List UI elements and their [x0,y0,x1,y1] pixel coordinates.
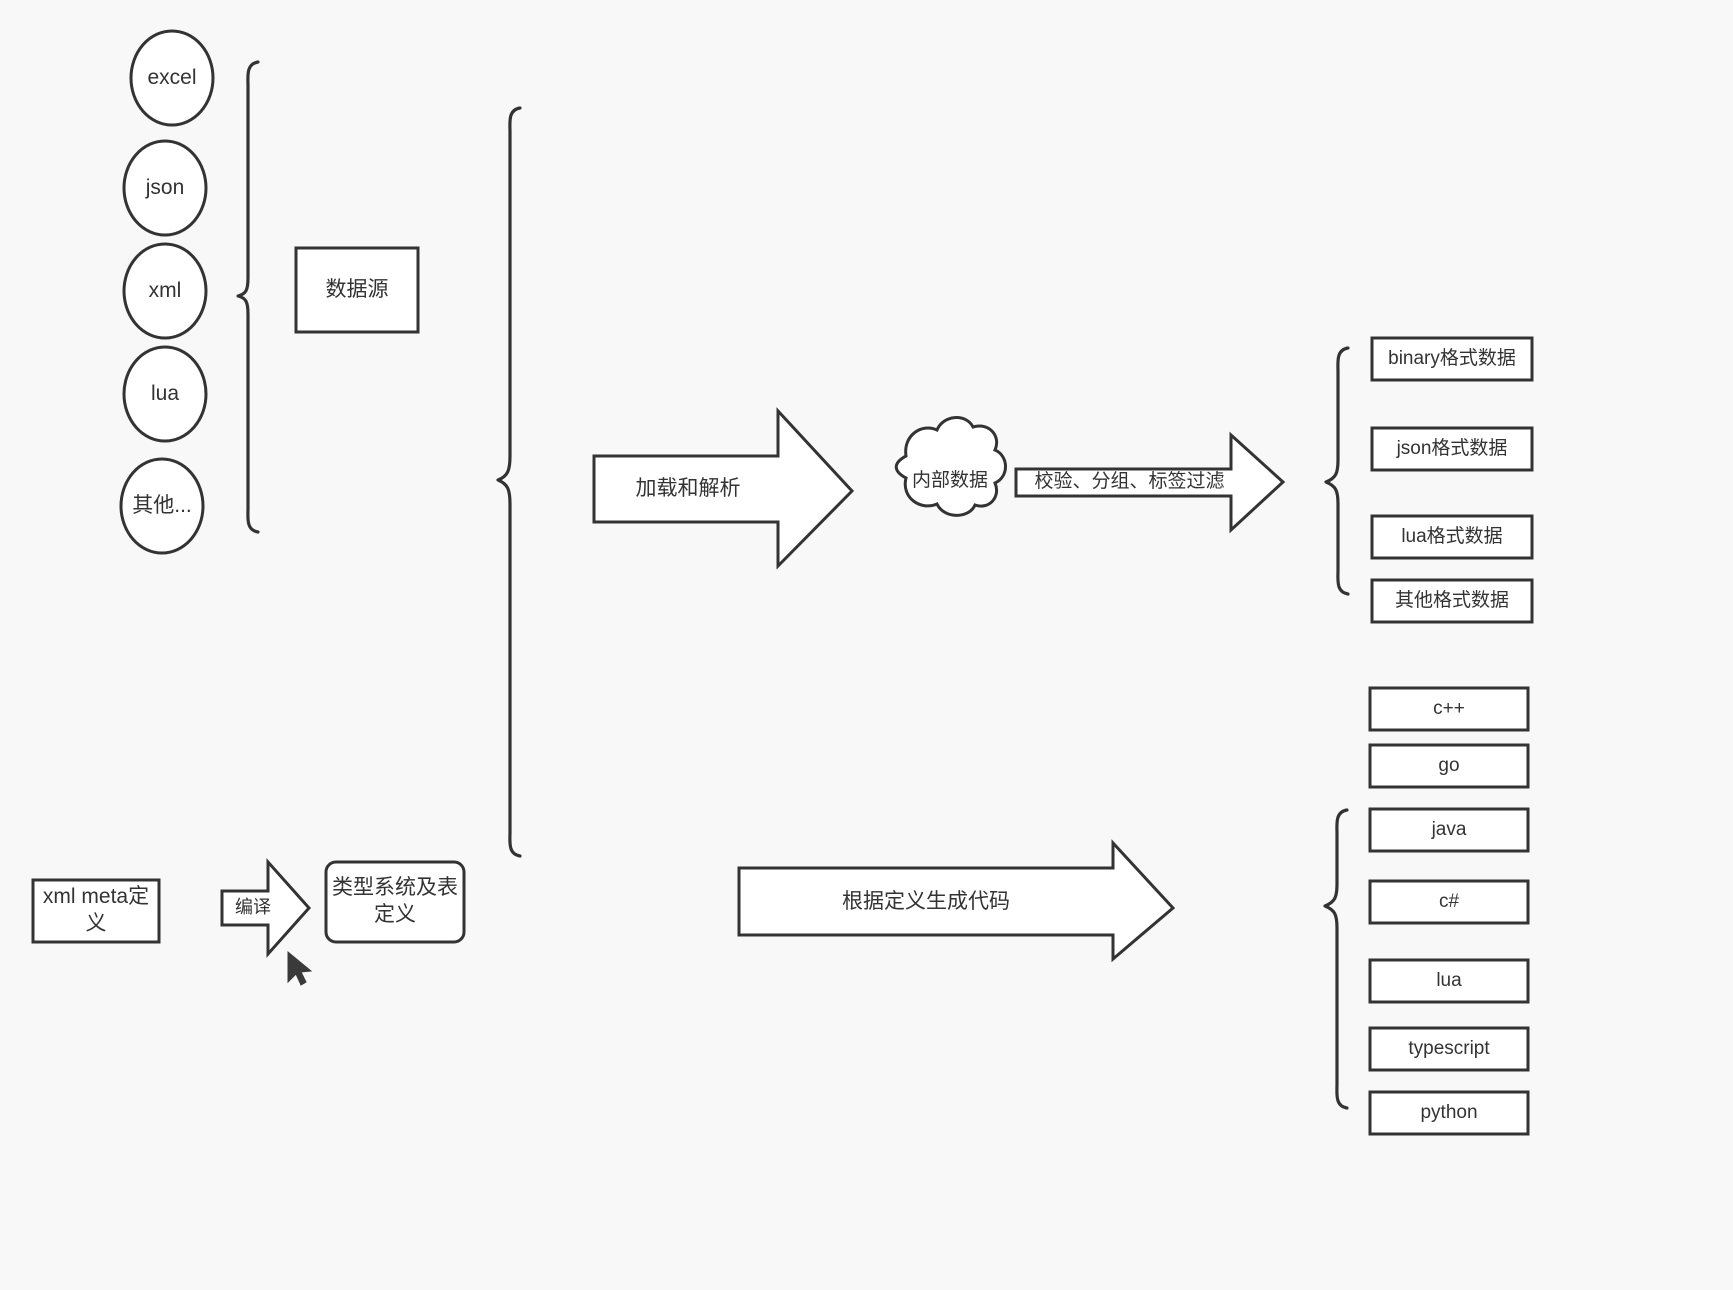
xml-meta-box-shape[interactable] [31,878,161,944]
language-output-brace [1323,808,1349,1110]
lang-box-lua-shape[interactable] [1368,958,1530,1004]
load-parse-arrow-shape[interactable] [592,407,855,570]
internal-data-cloud-shape[interactable] [894,416,1007,517]
mouse-pointer-icon [287,950,313,986]
format-box-lua-shape[interactable] [1370,514,1534,560]
codegen-arrow-shape[interactable] [737,839,1176,963]
format-box-json-shape[interactable] [1370,426,1534,472]
lang-box-java-shape[interactable] [1368,807,1530,853]
source-node-json-shape[interactable] [122,139,208,237]
pipeline-input-brace [496,106,522,858]
lang-box-typescript-shape[interactable] [1368,1026,1530,1072]
type-system-box-shape[interactable] [324,860,466,944]
source-node-lua-shape[interactable] [122,345,208,443]
sources-brace [236,60,260,534]
lang-box-go-shape[interactable] [1368,743,1530,789]
source-node-excel-shape[interactable] [129,29,215,127]
lang-box-cpp-shape[interactable] [1368,686,1530,732]
validate-group-filter-arrow-shape[interactable] [1014,431,1286,534]
format-box-binary-shape[interactable] [1370,336,1534,382]
format-box-other-shape[interactable] [1370,578,1534,624]
compile-arrow-shape[interactable] [220,858,312,958]
format-output-brace [1324,346,1350,596]
source-node-xml-shape[interactable] [122,242,208,340]
source-node-other-shape[interactable] [119,457,205,555]
lang-box-csharp-shape[interactable] [1368,879,1530,925]
lang-box-python-shape[interactable] [1368,1090,1530,1136]
data-source-box-shape[interactable] [294,246,420,334]
